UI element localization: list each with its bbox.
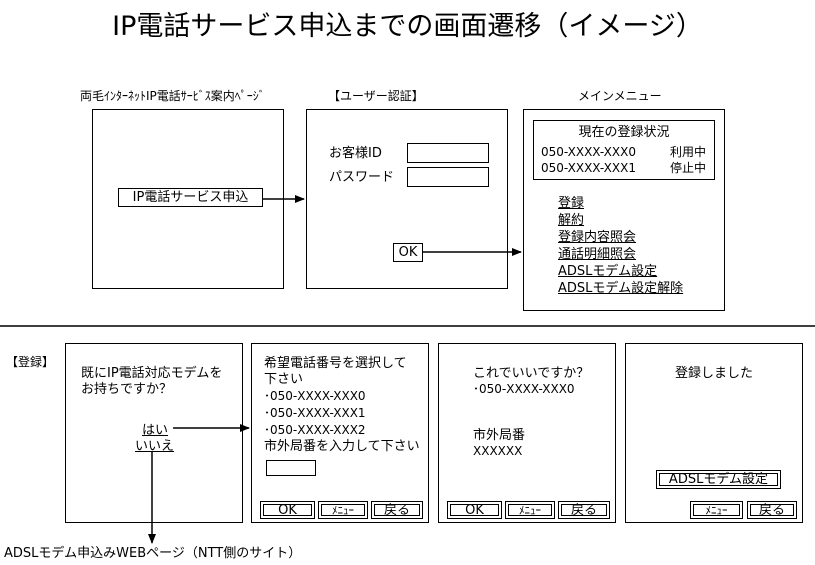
registration-complete-screen: 登録しました ADSLモデム設定 ﾒﾆｭｰ 戻る xyxy=(625,343,803,523)
register-section-label: 【登録】 xyxy=(6,355,55,369)
confirm-question: これでいいですか？ xyxy=(473,366,590,381)
ok-button[interactable]: OK xyxy=(447,501,502,519)
auth-ok-button[interactable]: OK xyxy=(393,243,423,262)
number-select-prompt: 下さい xyxy=(264,372,304,387)
menu-button-label: ﾒﾆｭｰ xyxy=(508,504,552,517)
menu-link-register[interactable]: 登録 xyxy=(558,196,585,211)
back-button-label: 戻る xyxy=(561,504,607,517)
number-select-screen: 希望電話番号を選択して 下さい ･050-XXXX-XXX0 ･050-XXXX… xyxy=(251,343,429,523)
modem-question-line: 既にIP電話対応モデムを xyxy=(81,366,223,381)
registration-status-panel: 現在の登録状況 050-XXXX-XXX0 利用中 050-XXXX-XXX1 … xyxy=(533,120,715,180)
adsl-modem-setup-button[interactable]: ADSLモデム設定 xyxy=(656,470,781,489)
selected-number: ･050-XXXX-XXX0 xyxy=(473,382,575,396)
menu-link-call-details[interactable]: 通話明細照会 xyxy=(558,247,637,262)
back-button[interactable]: 戻る xyxy=(558,501,610,519)
menu-button[interactable]: ﾒﾆｭｰ xyxy=(690,501,743,519)
user-auth-screen: お客様ID パスワード OK xyxy=(306,109,508,289)
status-number: 050-XXXX-XXX0 xyxy=(541,145,636,159)
number-option[interactable]: ･050-XXXX-XXX1 xyxy=(264,406,366,420)
customer-id-label: お客様ID xyxy=(329,146,382,161)
screen-caption-user-auth: 【ユーザー認証】 xyxy=(328,89,424,103)
area-code-label: 市外局番 xyxy=(473,428,526,443)
ok-button-label: OK xyxy=(263,504,312,517)
menu-button[interactable]: ﾒﾆｭｰ xyxy=(318,501,368,519)
password-label: パスワード xyxy=(329,170,395,185)
status-state: 利用中 xyxy=(670,145,707,159)
main-menu-screen: 現在の登録状況 050-XXXX-XXX0 利用中 050-XXXX-XXX1 … xyxy=(523,109,725,311)
menu-button-label: ﾒﾆｭｰ xyxy=(693,504,740,517)
status-state: 停止中 xyxy=(670,161,707,175)
screen-caption-guide-page: 両毛ｲﾝﾀｰﾈｯﾄIP電話ｻｰﾋﾞｽ案内ﾍﾟｰｼﾞ xyxy=(80,89,265,103)
number-option[interactable]: ･050-XXXX-XXX0 xyxy=(264,389,366,403)
ip-phone-apply-button[interactable]: IP電話サービス申込 xyxy=(118,188,263,207)
status-number: 050-XXXX-XXX1 xyxy=(541,161,636,175)
ok-button[interactable]: OK xyxy=(260,501,315,519)
modem-question-screen: 既にIP電話対応モデムを お持ちですか？ はい いいえ xyxy=(65,343,243,523)
back-button-label: 戻る xyxy=(750,504,794,517)
modem-question-line: お持ちですか？ xyxy=(81,382,173,397)
area-code-field[interactable] xyxy=(266,460,316,476)
menu-link-registration-inquiry[interactable]: 登録内容照会 xyxy=(558,230,637,245)
menu-button[interactable]: ﾒﾆｭｰ xyxy=(505,501,555,519)
menu-link-cancel[interactable]: 解約 xyxy=(558,213,585,228)
number-option[interactable]: ･050-XXXX-XXX2 xyxy=(264,423,366,437)
page-title: IP電話サービス申込までの画面遷移（イメージ） xyxy=(112,11,703,42)
back-button[interactable]: 戻る xyxy=(747,501,797,519)
back-button-label: 戻る xyxy=(374,504,420,517)
customer-id-field[interactable] xyxy=(407,143,489,163)
registration-complete-message: 登録しました xyxy=(674,366,753,381)
guide-page-screen: IP電話サービス申込 xyxy=(92,109,284,289)
adsl-modem-setup-button-label: ADSLモデム設定 xyxy=(659,473,778,486)
back-button[interactable]: 戻る xyxy=(371,501,423,519)
menu-link-adsl-modem-setup[interactable]: ADSLモデム設定 xyxy=(558,264,658,279)
adsl-page-label: ADSLモデム申込みWEBページ（NTT側のサイト） xyxy=(4,546,302,561)
yes-link[interactable]: はい xyxy=(142,423,169,438)
ok-button-label: OK xyxy=(450,504,499,517)
password-field[interactable] xyxy=(407,167,489,187)
area-code-prompt: 市外局番を入力して下さい xyxy=(264,439,420,454)
no-link[interactable]: いいえ xyxy=(135,439,175,454)
number-select-prompt: 希望電話番号を選択して xyxy=(264,356,407,371)
menu-button-label: ﾒﾆｭｰ xyxy=(321,504,365,517)
area-code-value: XXXXXX xyxy=(473,444,523,458)
confirm-screen: これでいいですか？ ･050-XXXX-XXX0 市外局番 XXXXXX OK … xyxy=(438,343,616,523)
screen-caption-main-menu: メインメニュー xyxy=(578,89,662,103)
menu-link-adsl-modem-setup-cancel[interactable]: ADSLモデム設定解除 xyxy=(558,281,684,296)
status-title: 現在の登録状況 xyxy=(578,125,670,140)
